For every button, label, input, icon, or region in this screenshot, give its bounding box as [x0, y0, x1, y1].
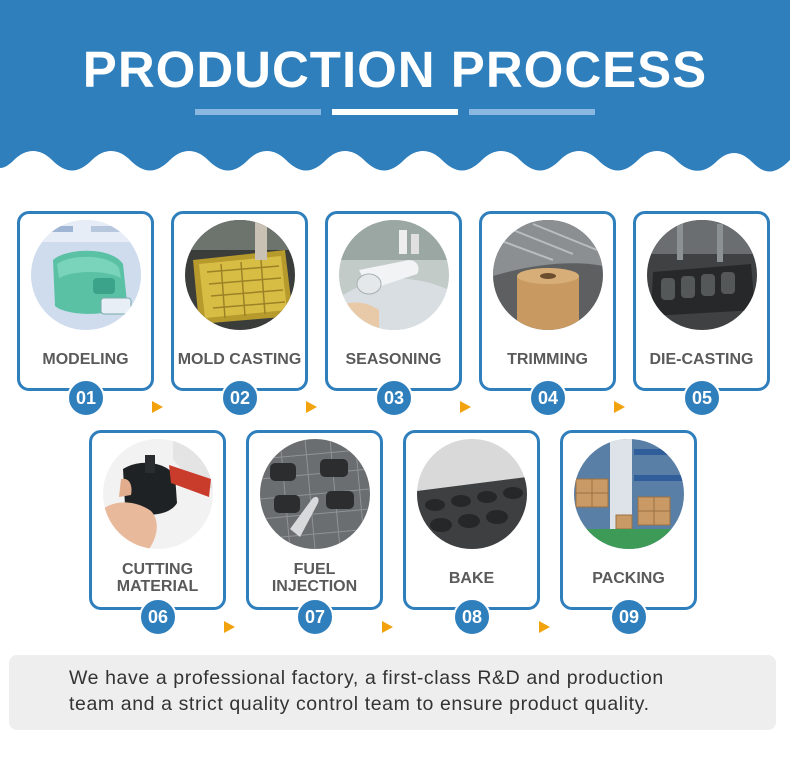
step-label-line: MATERIAL: [116, 578, 199, 595]
header-banner: PRODUCTION PROCESS: [0, 0, 790, 185]
step-card-modeling: MODELING 01: [17, 211, 154, 417]
description-text: We have a professional factory, a first-…: [69, 665, 759, 717]
play-arrow-icon: [152, 401, 163, 413]
step-label: DIE-CASTING: [649, 351, 754, 368]
cutting-hand-photo: [103, 439, 213, 549]
play-arrow-icon: [614, 401, 625, 413]
step-number-badge: 04: [529, 379, 567, 417]
step-number-badge: 06: [139, 598, 177, 636]
fuel-injection-photo: [260, 439, 370, 549]
green-3d-model-photo: [31, 220, 141, 330]
step-number-badge: 05: [683, 379, 721, 417]
description-line-1: We have a professional factory, a first-…: [69, 667, 664, 689]
die-casting-mold-photo: [647, 220, 757, 330]
step-label-line: FUEL: [293, 561, 336, 578]
silicone-roll-photo: [339, 220, 449, 330]
step-number-badge: 09: [610, 598, 648, 636]
step-number-badge: 07: [296, 598, 334, 636]
page-title: PRODUCTION PROCESS: [82, 41, 708, 98]
description-line-2: team and a strict quality control team t…: [69, 693, 650, 715]
step-card-mold-casting: MOLD CASTING 02: [171, 211, 308, 417]
step-card-die-casting: DIE-CASTING 05: [633, 211, 770, 417]
title-underline-left: [195, 109, 321, 115]
step-card-packing: PACKING 09: [560, 430, 697, 636]
step-label: MOLD CASTING: [177, 351, 302, 368]
step-label-line: INJECTION: [271, 578, 358, 595]
step-number-badge: 02: [221, 379, 259, 417]
step-label: SEASONING: [345, 351, 442, 368]
play-arrow-icon: [460, 401, 471, 413]
wave-banner-background: [0, 0, 790, 172]
step-label: MODELING: [42, 351, 129, 368]
step-card-bake: BAKE 08: [403, 430, 540, 636]
play-arrow-icon: [306, 401, 317, 413]
step-card-seasoning: SEASONING 03: [325, 211, 462, 417]
trimming-roller-photo: [493, 220, 603, 330]
step-label: PACKING: [592, 570, 665, 587]
step-number-badge: 01: [67, 379, 105, 417]
step-number-badge: 08: [453, 598, 491, 636]
step-card-trimming: TRIMMING 04: [479, 211, 616, 417]
description-box: We have a professional factory, a first-…: [9, 655, 776, 730]
step-label-line: CUTTING: [121, 561, 194, 578]
title-underline-center: [332, 109, 458, 115]
play-arrow-icon: [382, 621, 393, 633]
gold-mold-photo: [185, 220, 295, 330]
step-label: TRIMMING: [507, 351, 588, 368]
bake-tray-photo: [417, 439, 527, 549]
step-number-badge: 03: [375, 379, 413, 417]
play-arrow-icon: [539, 621, 550, 633]
warehouse-boxes-photo: [574, 439, 684, 549]
title-underline-right: [469, 109, 595, 115]
play-arrow-icon: [224, 621, 235, 633]
step-label: BAKE: [448, 570, 495, 587]
